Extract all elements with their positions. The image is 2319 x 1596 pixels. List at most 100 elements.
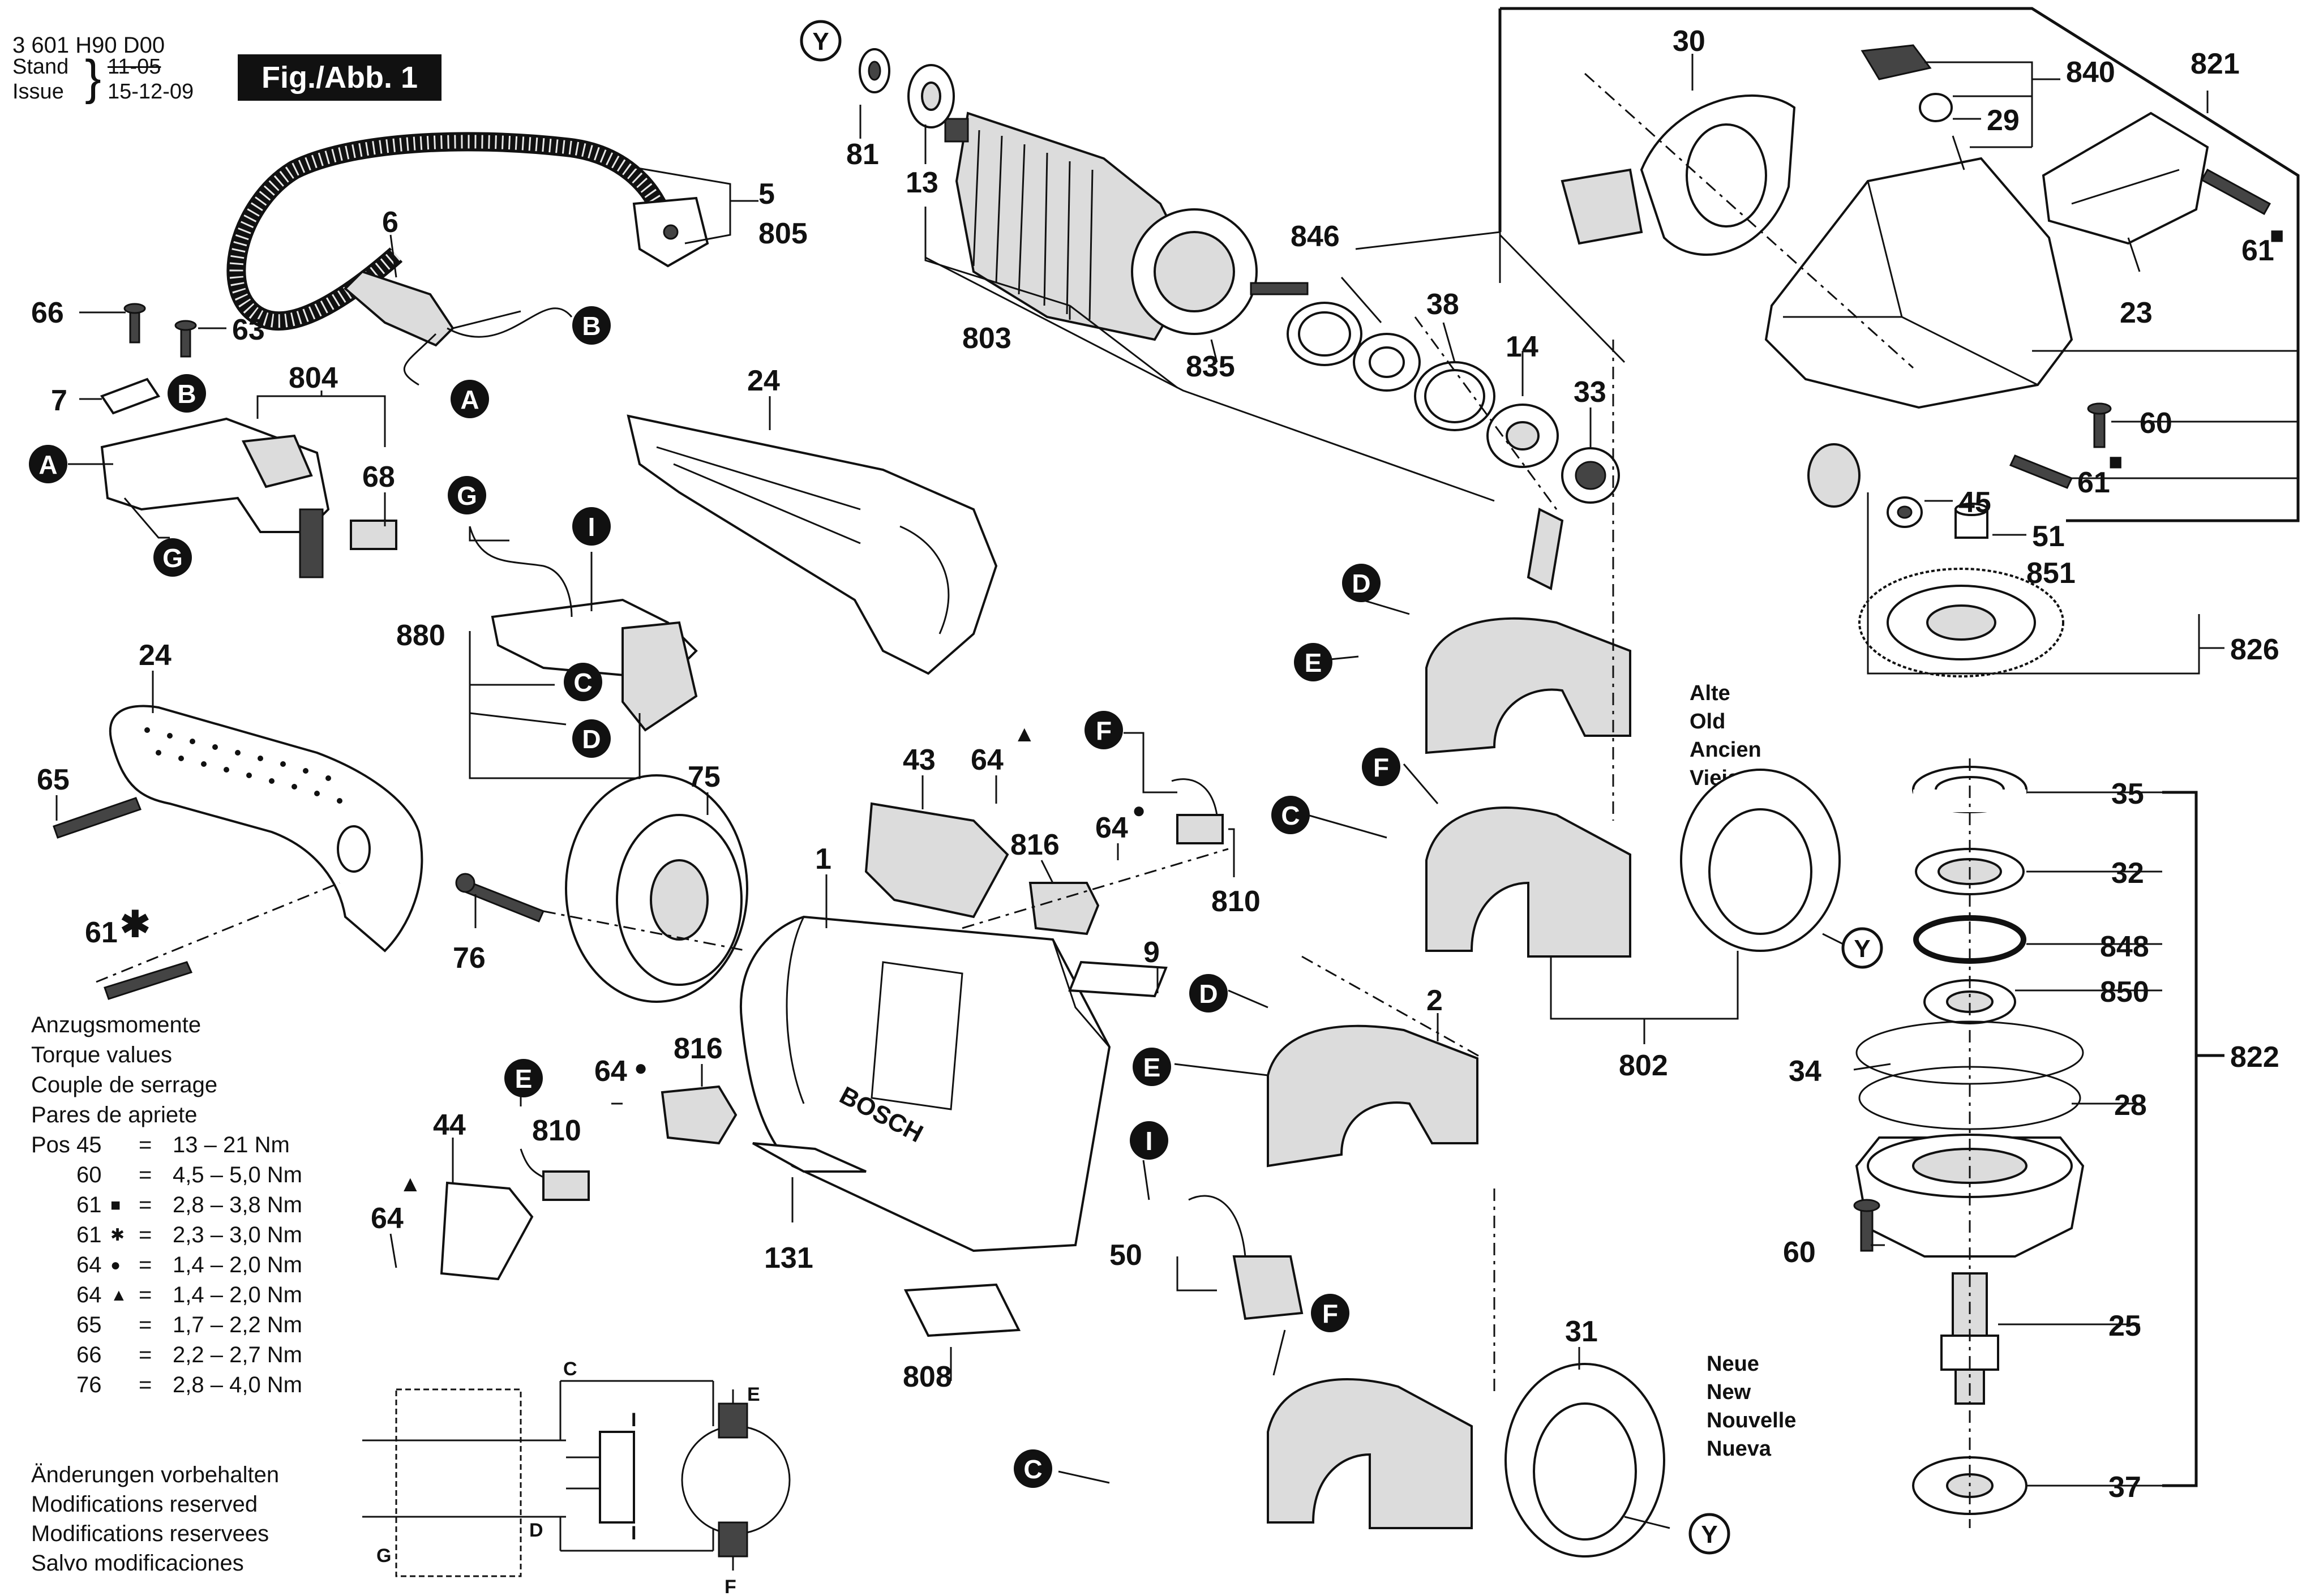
screw-60-lower <box>1853 1199 1880 1252</box>
torque-row: 66=2,2 – 2,7 Nm <box>31 1340 302 1370</box>
torque-equals: = <box>139 1132 152 1157</box>
wire-label-c: C <box>563 1358 577 1380</box>
part-81: 81 <box>846 138 879 171</box>
part-50: 50 <box>1109 1239 1142 1272</box>
svg-text:F: F <box>1322 1299 1338 1328</box>
part-33: 33 <box>1574 376 1606 409</box>
marker-d-module: D <box>572 719 611 758</box>
screw-61-star <box>104 961 193 1000</box>
torque-pos: 45 <box>76 1132 102 1157</box>
torque-value: 2,3 – 3,0 Nm <box>173 1222 303 1247</box>
svg-text:D: D <box>1352 569 1370 598</box>
bearing-14 <box>1486 404 1559 468</box>
torque-heading-de: Anzugsmomente <box>31 1012 202 1037</box>
modifications-es: Salvo modificaciones <box>31 1551 244 1576</box>
nut-45 <box>1887 496 1923 528</box>
wire-label-i-upper: I <box>631 1409 636 1431</box>
armature <box>944 111 1309 341</box>
svg-text:I: I <box>588 512 595 542</box>
part-60-lower: 60 <box>1783 1236 1816 1269</box>
torque-row: 76=2,8 – 4,0 Nm <box>31 1370 302 1400</box>
modifications-de: Änderungen vorbehalten <box>31 1462 280 1487</box>
part-51: 51 <box>2032 520 2065 553</box>
part-64-circle-lower: 64 <box>594 1055 627 1088</box>
modifications-en: Modifications reserved <box>31 1492 258 1517</box>
svg-text:Y: Y <box>812 28 829 55</box>
torque-value: 4,5 – 5,0 Nm <box>173 1162 303 1187</box>
part-822: 822 <box>2230 1041 2279 1074</box>
leader-lines <box>55 7 2300 1529</box>
part-24-top: 24 <box>747 364 780 397</box>
motor-housing: BOSCH <box>739 915 1111 1252</box>
part-31: 31 <box>1565 1315 1598 1348</box>
svg-text:Y: Y <box>1854 935 1870 963</box>
issue-date: 15-12-09 <box>108 80 194 104</box>
brush-holder-816-lower <box>661 1085 738 1145</box>
part-75: 75 <box>688 761 721 793</box>
marker-f-brush: F <box>1085 711 1123 749</box>
part-2: 2 <box>1426 984 1443 1017</box>
torque-pos: 66 <box>76 1342 102 1367</box>
marker-d-mid: D <box>1189 974 1228 1012</box>
torque-symbol: ● <box>110 1256 121 1275</box>
cord-strain-relief <box>344 270 573 386</box>
field-coil-2 <box>1267 1024 1478 1168</box>
part-30: 30 <box>1673 25 1705 58</box>
connection-markers: B A B A G G I C D F E D E F C D E I F C … <box>29 20 1883 1555</box>
circle-symbol-lower: ● <box>634 1056 648 1080</box>
part-851: 851 <box>2026 557 2076 590</box>
document-number: 3 601 H90 D00 <box>12 33 165 58</box>
svg-text:F: F <box>1373 753 1389 782</box>
marker-b-upper: B <box>572 306 611 345</box>
auxiliary-handle <box>109 705 423 953</box>
square-symbol-upper: ■ <box>2270 222 2284 248</box>
marker-d-old: D <box>1342 564 1381 602</box>
part-5: 5 <box>758 178 775 211</box>
part-labels: 5 805 6 66 63 7 804 68 24 880 24 65 61 ✱… <box>31 25 2284 1504</box>
svg-text:C: C <box>1023 1455 1042 1484</box>
part-848: 848 <box>2100 930 2149 963</box>
torque-pos: 65 <box>76 1312 102 1337</box>
part-24-left: 24 <box>139 639 172 672</box>
svg-text:B: B <box>177 379 196 409</box>
torque-heading-fr: Couple de serrage <box>31 1072 218 1097</box>
figure-label: Fig./Abb. 1 <box>238 54 441 101</box>
wire-label-i-lower: I <box>631 1522 636 1544</box>
torque-equals: = <box>139 1372 152 1397</box>
wire-label-d: D <box>529 1520 543 1541</box>
lock-button-840 <box>1861 44 1932 80</box>
spring-33 <box>1527 508 1564 590</box>
new-version-label: Neue New Nouvelle Nueva <box>1707 1350 1796 1463</box>
part-35: 35 <box>2111 778 2144 810</box>
torque-symbol: ✱ <box>110 1226 125 1245</box>
part-1: 1 <box>815 843 831 876</box>
end-cap-75 <box>565 774 748 1003</box>
screw-76 <box>455 873 545 923</box>
fan-baffle-31 <box>1504 1363 1665 1558</box>
part-816-upper: 816 <box>1010 829 1060 861</box>
marker-g-module: G <box>448 476 486 514</box>
screw-63 <box>174 320 197 358</box>
part-25: 25 <box>2108 1310 2141 1342</box>
new-de: Neue <box>1707 1352 1759 1376</box>
marker-b-switch: B <box>168 374 206 413</box>
fan-baffle-old <box>1680 769 1841 952</box>
part-65: 65 <box>37 763 70 796</box>
marker-e-old: E <box>1294 643 1332 681</box>
marker-c-new: C <box>1014 1449 1052 1488</box>
svg-text:F: F <box>1096 716 1112 745</box>
marker-e-mid: E <box>1133 1048 1171 1086</box>
svg-text:G: G <box>162 543 183 573</box>
torque-pos: 61 <box>76 1192 102 1217</box>
torque-equals: = <box>139 1342 152 1367</box>
marker-i-module: I <box>572 507 611 546</box>
torque-table: Anzugsmomente Torque values Couple de se… <box>31 1010 302 1400</box>
ring-846a <box>1287 302 1362 366</box>
part-826: 826 <box>2230 633 2279 666</box>
crown-gear-826 <box>1858 568 2064 677</box>
svg-text:B: B <box>582 311 601 341</box>
part-9: 9 <box>1143 936 1160 969</box>
marker-c-old: C <box>1271 796 1310 834</box>
svg-text:C: C <box>573 668 592 697</box>
